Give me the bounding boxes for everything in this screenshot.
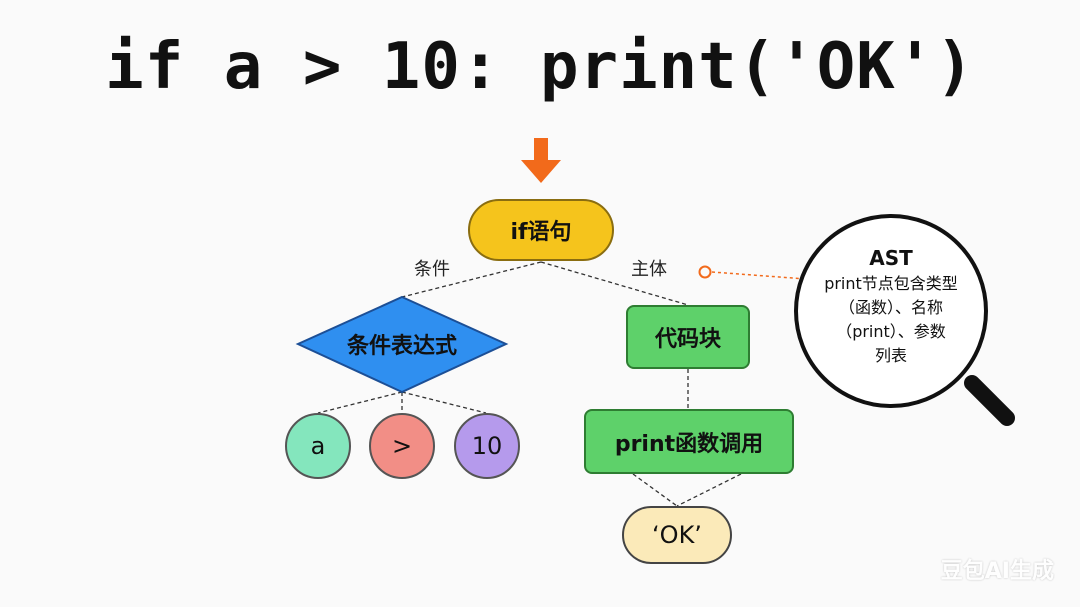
edge-print-ok-left xyxy=(632,473,678,507)
magnifier-icon xyxy=(794,214,1015,426)
edge-cond-10 xyxy=(401,391,487,414)
print-call-node: print函数调用 xyxy=(584,409,794,474)
edge-label-condition: 条件 xyxy=(414,259,450,280)
watermark: 豆包AI生成 xyxy=(940,559,1054,584)
callout-line xyxy=(711,271,807,280)
magnifier-title: AST xyxy=(869,246,913,270)
condition-diamond xyxy=(295,295,509,394)
ok-string-node: ‘OK’ xyxy=(622,506,732,564)
condition-expression-label: 条件表达式 xyxy=(346,334,457,359)
code-block-node: 代码块 xyxy=(626,305,750,369)
magnifier-line: 列表 xyxy=(874,346,907,365)
edge-print-ok-right xyxy=(676,473,742,507)
operand-a-node: a xyxy=(285,413,351,479)
if-statement-node: if语句 xyxy=(468,199,614,261)
edge-if-body xyxy=(540,261,689,306)
operator-gt-node: > xyxy=(369,413,435,479)
magnifier-line: （print）、参数 xyxy=(836,322,946,341)
callout-anchor xyxy=(698,265,712,279)
down-arrow-icon xyxy=(521,138,561,183)
magnifier-line: print节点包含类型 xyxy=(824,274,958,293)
magnifier-line: （函数）、名称 xyxy=(838,298,943,317)
edge-cond-a xyxy=(317,391,403,414)
magnifier-callout: AST print节点包含类型 （函数）、名称 （print）、参数 列表 xyxy=(806,244,976,368)
edge-if-condition xyxy=(401,261,542,298)
edge-label-body: 主体 xyxy=(631,259,667,280)
operand-10-node: 10 xyxy=(454,413,520,479)
code-title: if a > 10: print('OK') xyxy=(105,30,975,104)
